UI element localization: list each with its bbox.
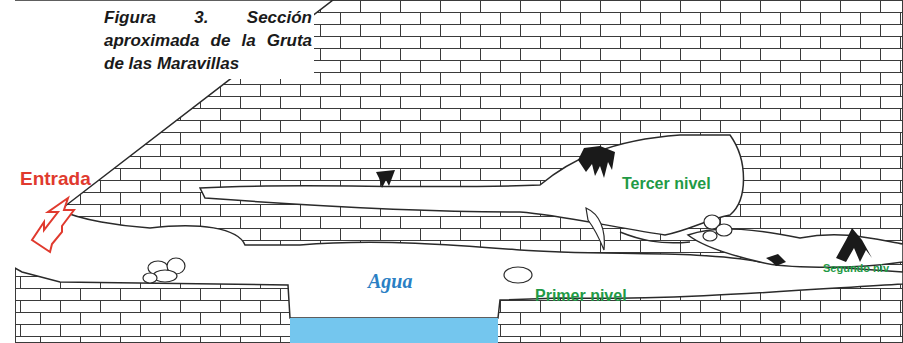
column <box>586 208 604 250</box>
water-label: Agua <box>368 270 412 293</box>
water <box>290 318 498 343</box>
stalactite <box>376 146 872 266</box>
entrance-label: Entrada <box>20 168 91 190</box>
rock-pile <box>143 215 732 283</box>
passage-line <box>620 232 690 243</box>
level-label: Primer nivel <box>535 287 627 305</box>
cave-first-level <box>0 0 903 318</box>
entrance-arrow <box>32 198 74 252</box>
figure-caption: Figura 3. Sección aproximada de la Gruta… <box>100 4 314 79</box>
margin <box>0 0 15 343</box>
cave-third-level <box>200 135 744 235</box>
level-label: Tercer nivel <box>622 175 711 193</box>
level-label: Segundo niv <box>823 262 889 274</box>
